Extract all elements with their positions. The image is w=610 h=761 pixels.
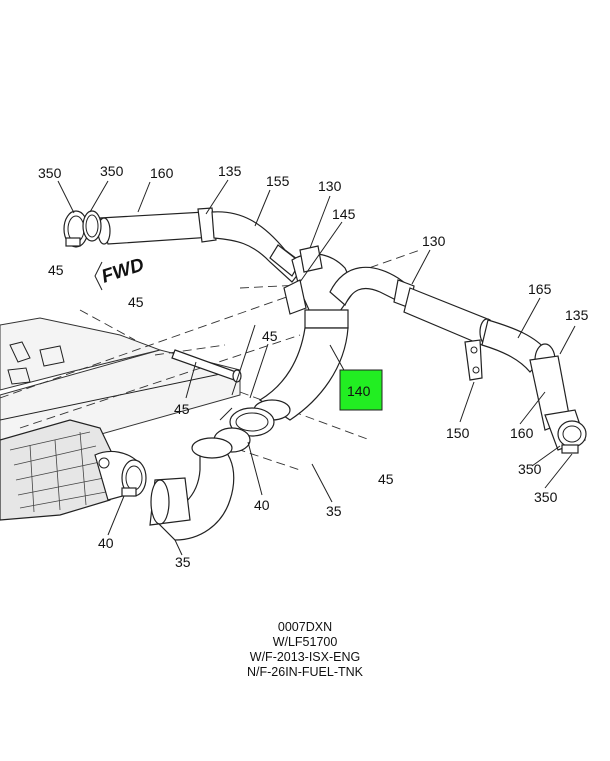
callout-label[interactable]: 45 [378,471,394,487]
callout-label[interactable]: 350 [534,489,558,505]
callout-labels: 350 350 160 135 155 130 145 130 45 45 16… [38,163,589,570]
callout-label[interactable]: 350 [38,165,62,181]
callout-label[interactable]: 350 [100,163,124,179]
callout-label[interactable]: 130 [422,233,446,249]
caption-line: 0007DXN [277,620,333,634]
callout-label[interactable]: 145 [332,206,356,222]
callout-label[interactable]: 45 [174,401,190,417]
callout-label[interactable]: 160 [150,165,174,181]
highlight-box-140[interactable] [339,369,383,411]
drawing-caption: 0007DXN W/LF51700 W/F-2013-ISX-ENG N/F-2… [160,620,450,680]
callout-label[interactable]: 40 [254,497,270,513]
callout-label[interactable]: 40 [98,535,114,551]
forward-direction-marker: FWD [94,254,147,291]
caption-line: N/F-26IN-FUEL-TNK [247,665,363,679]
callout-label[interactable]: 45 [262,328,278,344]
callout-leaders [57,179,576,556]
caption-line: W/F-2013-ISX-ENG [249,650,361,664]
clamp-40-center [213,407,275,453]
clamp-40-lower [121,459,147,497]
pipe-160-upper-left [97,207,306,283]
clamp-350-upper-left [63,210,102,248]
callout-label[interactable]: 350 [518,461,542,477]
callout-label[interactable]: 160 [510,425,534,441]
fwd-label: FWD [99,254,147,287]
clamp-350-right [557,420,587,454]
callout-label[interactable]: 135 [218,163,242,179]
callout-label[interactable]: 45 [128,294,144,310]
y-junction [283,245,356,329]
caption-line: W/LF51700 [272,635,338,649]
callout-label[interactable]: 35 [175,554,191,570]
callout-label[interactable]: 35 [326,503,342,519]
callout-label[interactable]: 140 [347,383,371,399]
support-rod-45 [171,324,256,396]
callout-label[interactable]: 130 [318,178,342,194]
callout-label[interactable]: 45 [48,262,64,278]
elbow-pipe-35 [149,437,235,541]
callout-label[interactable]: 165 [528,281,552,297]
callout-label[interactable]: 155 [266,173,290,189]
callout-label[interactable]: 135 [565,307,589,323]
callout-label[interactable]: 150 [446,425,470,441]
bracket-150 [464,339,483,381]
